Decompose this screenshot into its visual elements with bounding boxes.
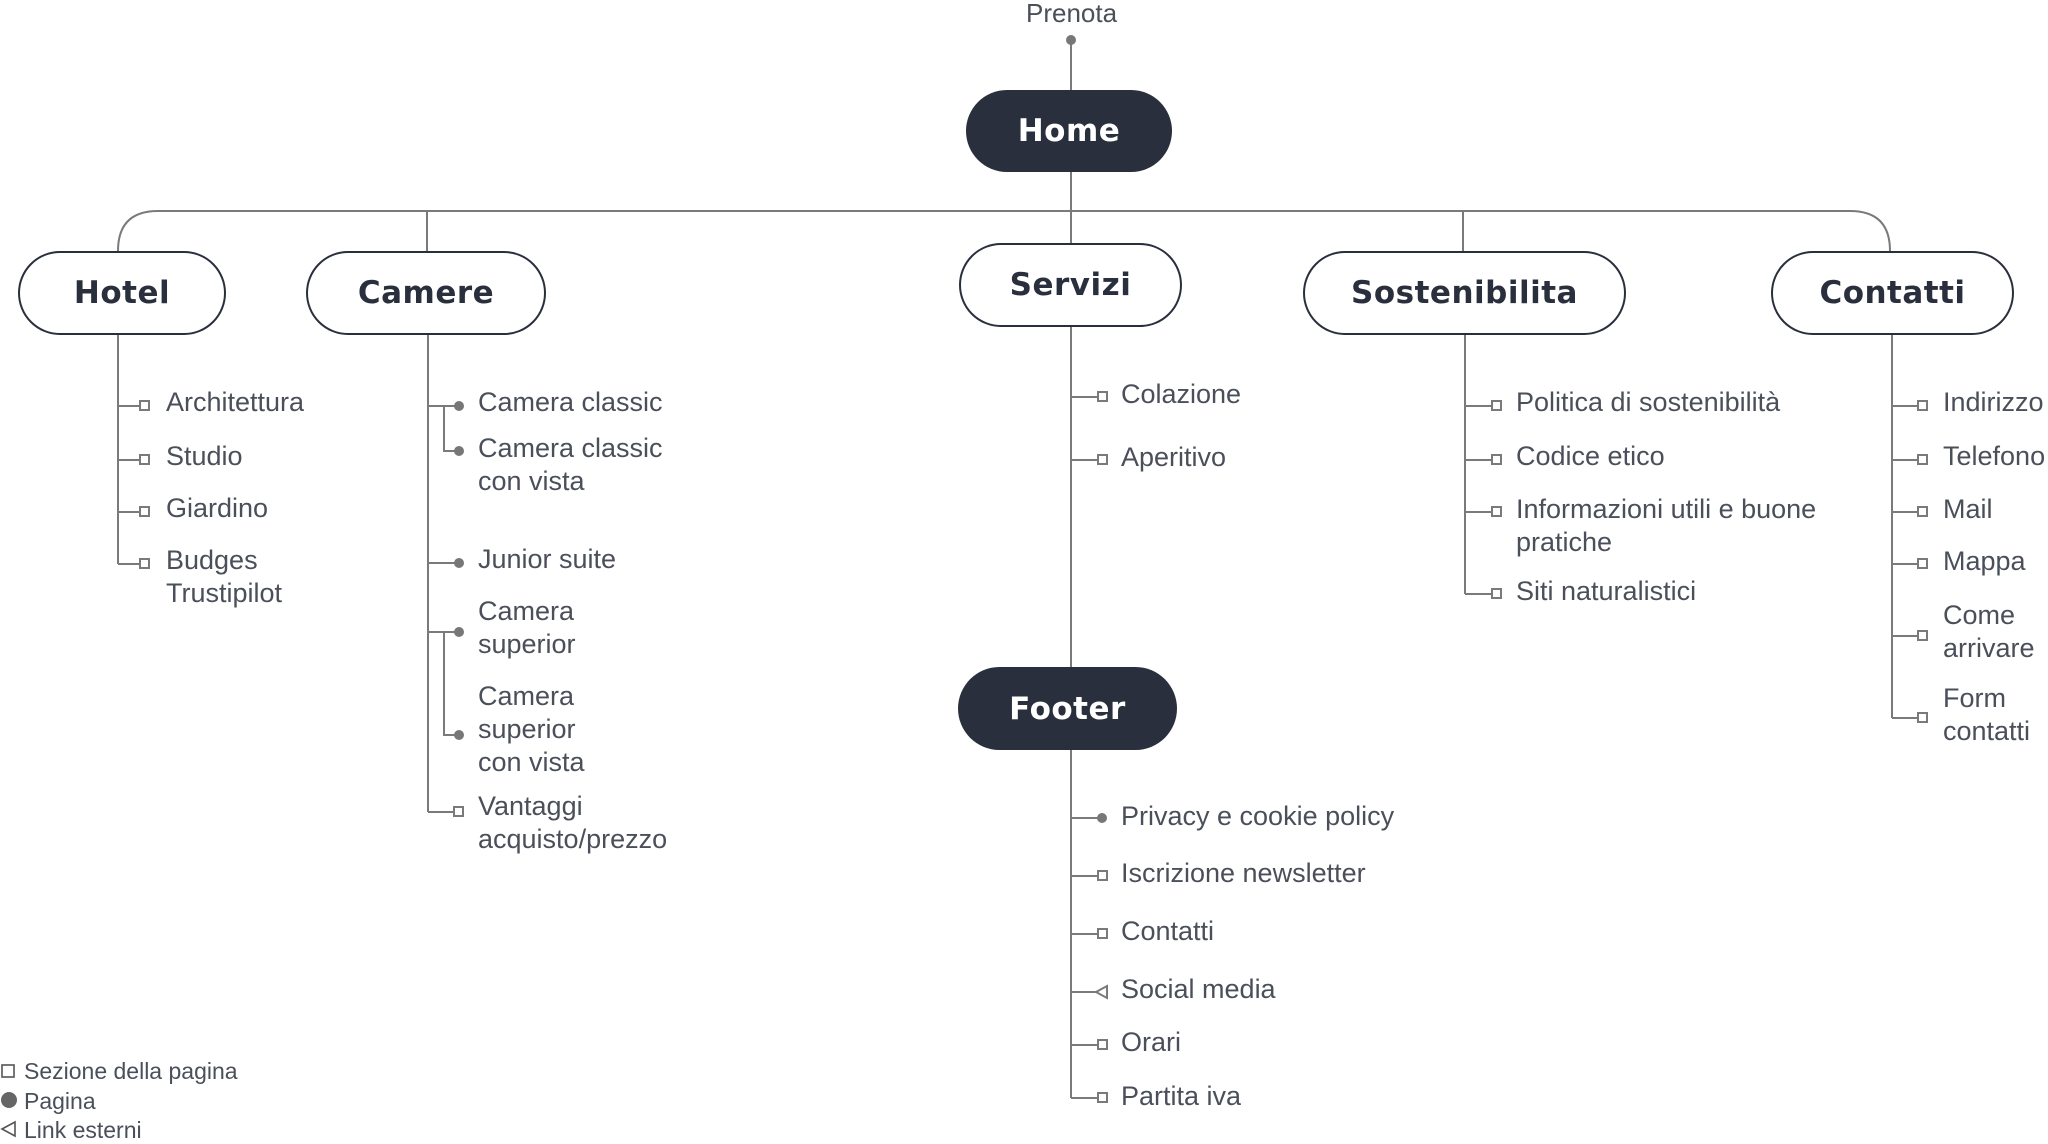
sostenibilita-item[interactable]: Codice etico [1516,441,1665,471]
camere-item[interactable]: Camera classic [478,387,663,417]
footer-node[interactable]: Footer [958,667,1177,750]
camere-item[interactable]: Vantaggi acquisto/prezzo [478,791,668,854]
hotel-item[interactable]: Budges Trustipilot [166,545,283,608]
footer-item[interactable]: Orari [1121,1027,1181,1057]
legend-label: Sezione della pagina [24,1058,238,1084]
hotel-node[interactable]: Hotel [18,251,226,335]
contatti-item[interactable]: Indirizzo [1943,387,2044,417]
hotel-item[interactable]: Studio [166,441,243,471]
hotel-item[interactable]: Architettura [166,387,305,417]
contatti-item[interactable]: Telefono [1943,441,2046,471]
footer-item[interactable]: Social media [1121,974,1276,1004]
camere-item[interactable]: Camera superior [478,596,576,659]
legend-page: Pagina [0,1088,96,1115]
servizi-node[interactable]: Servizi [959,243,1182,327]
square-icon [0,1058,24,1085]
home-node[interactable]: Home [966,90,1172,172]
legend-section: Sezione della pagina [0,1058,238,1085]
camere-item[interactable]: Camera classic con vista [478,433,663,496]
servizi-item[interactable]: Aperitivo [1121,442,1227,472]
sostenibilita-item[interactable]: Politica di sostenibilità [1516,387,1781,417]
legend-label: Link esterni [24,1117,142,1143]
contatti-node[interactable]: Contatti [1771,251,2014,335]
contatti-item[interactable]: Form contatti [1943,683,2031,746]
footer-item[interactable]: Partita iva [1121,1081,1242,1111]
servizi-item[interactable]: Colazione [1121,379,1242,409]
legend-external: Link esterni [0,1117,142,1144]
camere-item[interactable]: Junior suite [478,544,617,574]
footer-item[interactable]: Contatti [1121,916,1215,946]
sostenibilita-item[interactable]: Siti naturalistici [1516,576,1697,606]
contatti-item[interactable]: Mappa [1943,546,2026,576]
camere-item[interactable]: Camera superior con vista [478,681,585,777]
contatti-item[interactable]: Mail [1943,494,1993,524]
sostenibilita-node[interactable]: Sostenibilita [1303,251,1626,335]
sostenibilita-item[interactable]: Informazioni utili e buone pratiche [1516,494,1817,557]
triangle-icon [0,1117,24,1144]
camere-node[interactable]: Camere [306,251,546,335]
prenota-link[interactable]: Prenota [1026,0,1118,28]
contatti-item[interactable]: Come arrivare [1943,600,2035,663]
legend-label: Pagina [24,1088,96,1114]
footer-item[interactable]: Privacy e cookie policy [1121,801,1395,831]
filled-circle-icon [0,1088,24,1115]
hotel-item[interactable]: Giardino [166,493,269,523]
footer-item[interactable]: Iscrizione newsletter [1121,858,1366,888]
